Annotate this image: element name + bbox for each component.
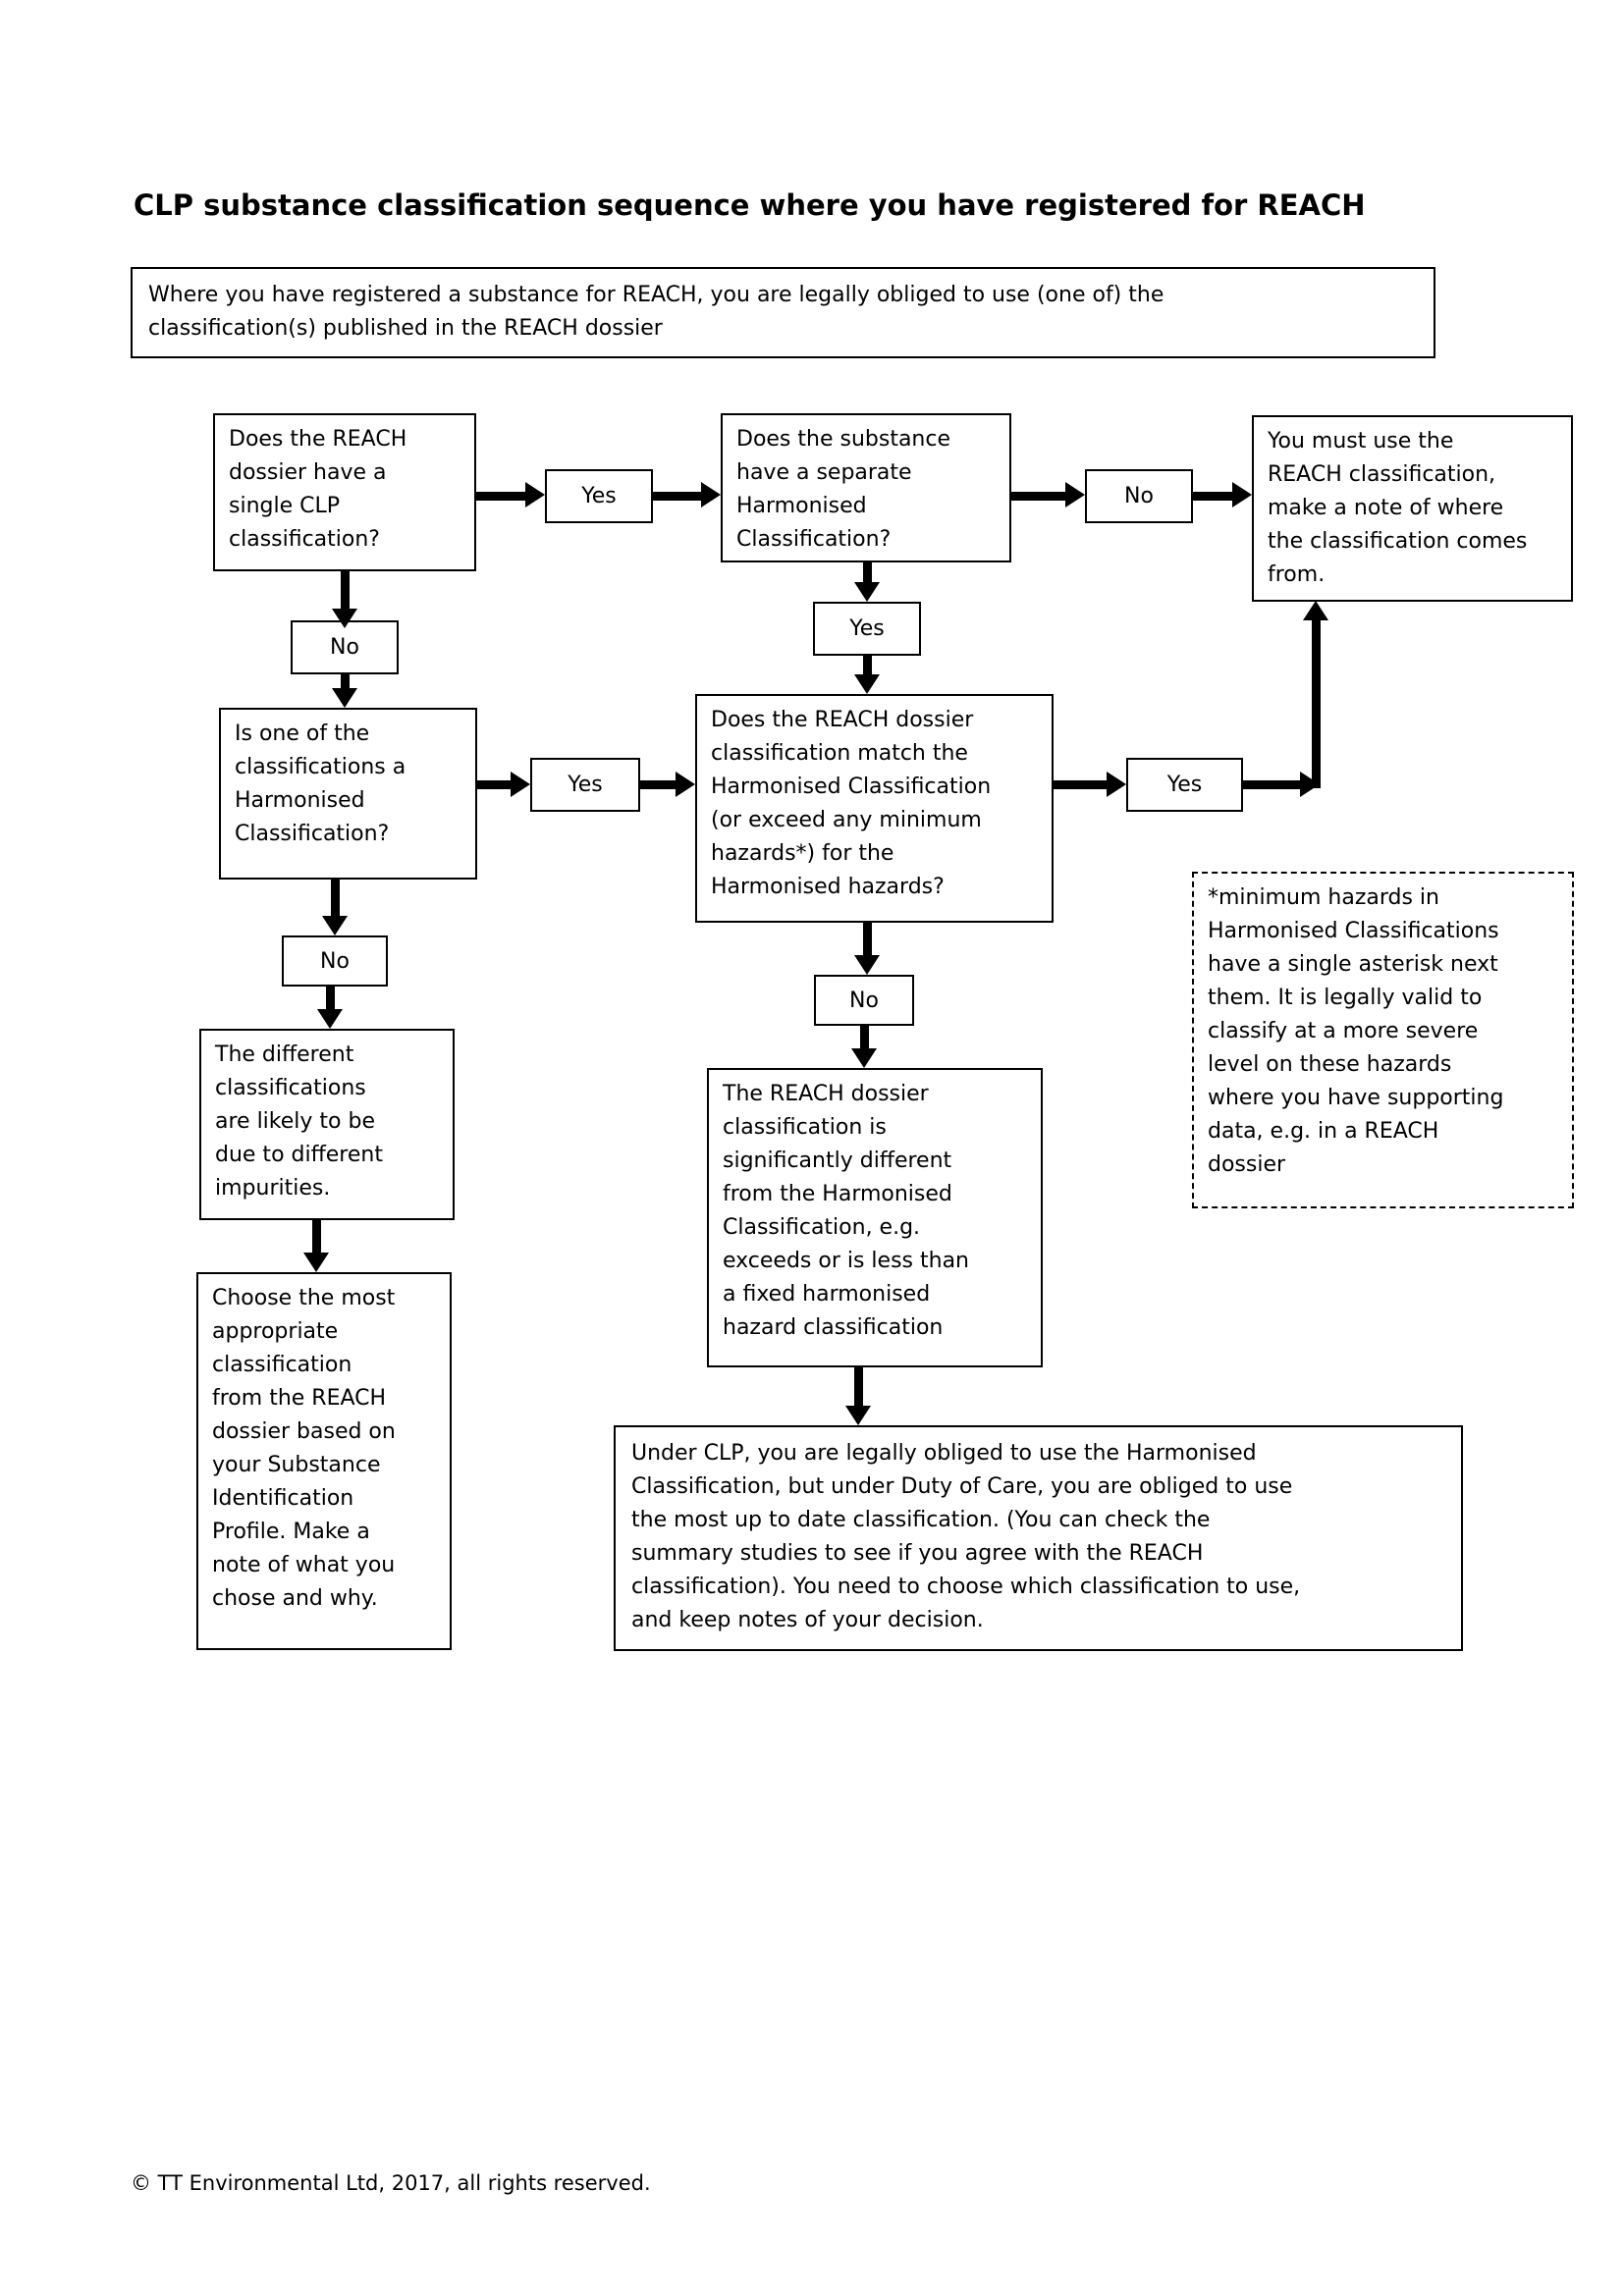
arrow-single-down-shaft	[341, 571, 350, 611]
arrow-yes3-to-match-shaft	[640, 780, 677, 789]
arrow-separate-down-shaft	[863, 562, 872, 584]
page-title: CLP substance classification sequence wh…	[134, 188, 1366, 222]
no-label-single-to-one-harmonised: No	[291, 620, 399, 674]
arrow-single-to-yes-head	[525, 482, 545, 507]
arrow-one-harmonised-down-shaft	[331, 880, 340, 918]
no-label-separate-to-use-reach: No	[1085, 469, 1193, 523]
node-use-reach-classification: You must use the REACH classification, m…	[1252, 415, 1573, 602]
arrow-corner-up-shaft	[1312, 618, 1321, 788]
no-label-match-to-different: No	[814, 975, 914, 1026]
yes-label-match-to-use-reach: Yes	[1126, 758, 1243, 812]
arrow-yes3-to-match-head	[676, 772, 695, 797]
arrow-single-to-yes-shaft	[476, 492, 527, 501]
node-significantly-different: The REACH dossier classification is sign…	[707, 1068, 1043, 1367]
arrow-yes2-down-head	[854, 674, 880, 694]
node-match-harmonised-question: Does the REACH dossier classification ma…	[695, 694, 1054, 923]
arrow-separate-to-no-shaft	[1011, 492, 1067, 501]
arrow-no3-down-head	[851, 1048, 877, 1068]
yes-label-separate-to-match: Yes	[813, 602, 921, 656]
arrow-yes2-down-shaft	[863, 656, 872, 676]
arrow-no-to-use-reach-head	[1232, 482, 1252, 507]
arrow-noa-down-head	[332, 688, 357, 708]
arrow-one-harmonised-to-yes-shaft	[477, 780, 513, 789]
node-one-harmonised-question: Is one of the classifications a Harmonis…	[219, 708, 477, 880]
arrow-impurities-down-head	[303, 1253, 329, 1272]
arrow-impurities-down-shaft	[312, 1220, 321, 1255]
arrow-one-harmonised-down-head	[322, 916, 348, 935]
arrow-no3-down-shaft	[860, 1026, 869, 1050]
yes-label-single-to-separate: Yes	[545, 469, 653, 523]
arrow-no2-down-head	[317, 1009, 343, 1029]
arrow-different-down-shaft	[854, 1367, 863, 1408]
arrow-different-down-head	[845, 1406, 871, 1425]
arrow-no2-down-shaft	[326, 987, 335, 1011]
node-different-impurities: The different classifications are likely…	[199, 1029, 455, 1220]
arrow-single-down-head	[332, 609, 357, 628]
node-under-clp-duty-of-care: Under CLP, you are legally obliged to us…	[614, 1425, 1463, 1651]
arrow-no-to-use-reach-shaft	[1193, 492, 1234, 501]
node-single-clp-question: Does the REACH dossier have a single CLP…	[213, 413, 476, 571]
arrow-yes-to-separate-shaft	[653, 492, 703, 501]
arrow-noa-down-shaft	[341, 674, 350, 690]
no-label-one-harmonised-to-impurities: No	[282, 935, 388, 987]
yes-label-one-harmonised-to-match: Yes	[530, 758, 640, 812]
arrow-separate-down-head	[854, 582, 880, 602]
node-choose-most-appropriate: Choose the most appropriate classificati…	[196, 1272, 452, 1650]
arrow-yes4-to-corner-shaft	[1243, 780, 1300, 789]
minimum-hazards-footnote: *minimum hazards in Harmonised Classific…	[1192, 872, 1574, 1208]
arrow-separate-to-no-head	[1065, 482, 1085, 507]
arrow-match-to-yes-head	[1107, 772, 1126, 797]
arrow-one-harmonised-to-yes-head	[511, 772, 530, 797]
copyright-text: © TT Environmental Ltd, 2017, all rights…	[131, 2171, 651, 2195]
node-separate-harmonised-question: Does the substance have a separate Harmo…	[721, 413, 1011, 562]
arrow-yes-to-separate-head	[701, 482, 721, 507]
arrow-corner-up-head	[1303, 601, 1328, 620]
arrow-match-down-head	[854, 955, 880, 975]
arrow-match-down-shaft	[863, 923, 872, 957]
intro-box: Where you have registered a substance fo…	[131, 267, 1435, 358]
arrow-match-to-yes-shaft	[1054, 780, 1109, 789]
